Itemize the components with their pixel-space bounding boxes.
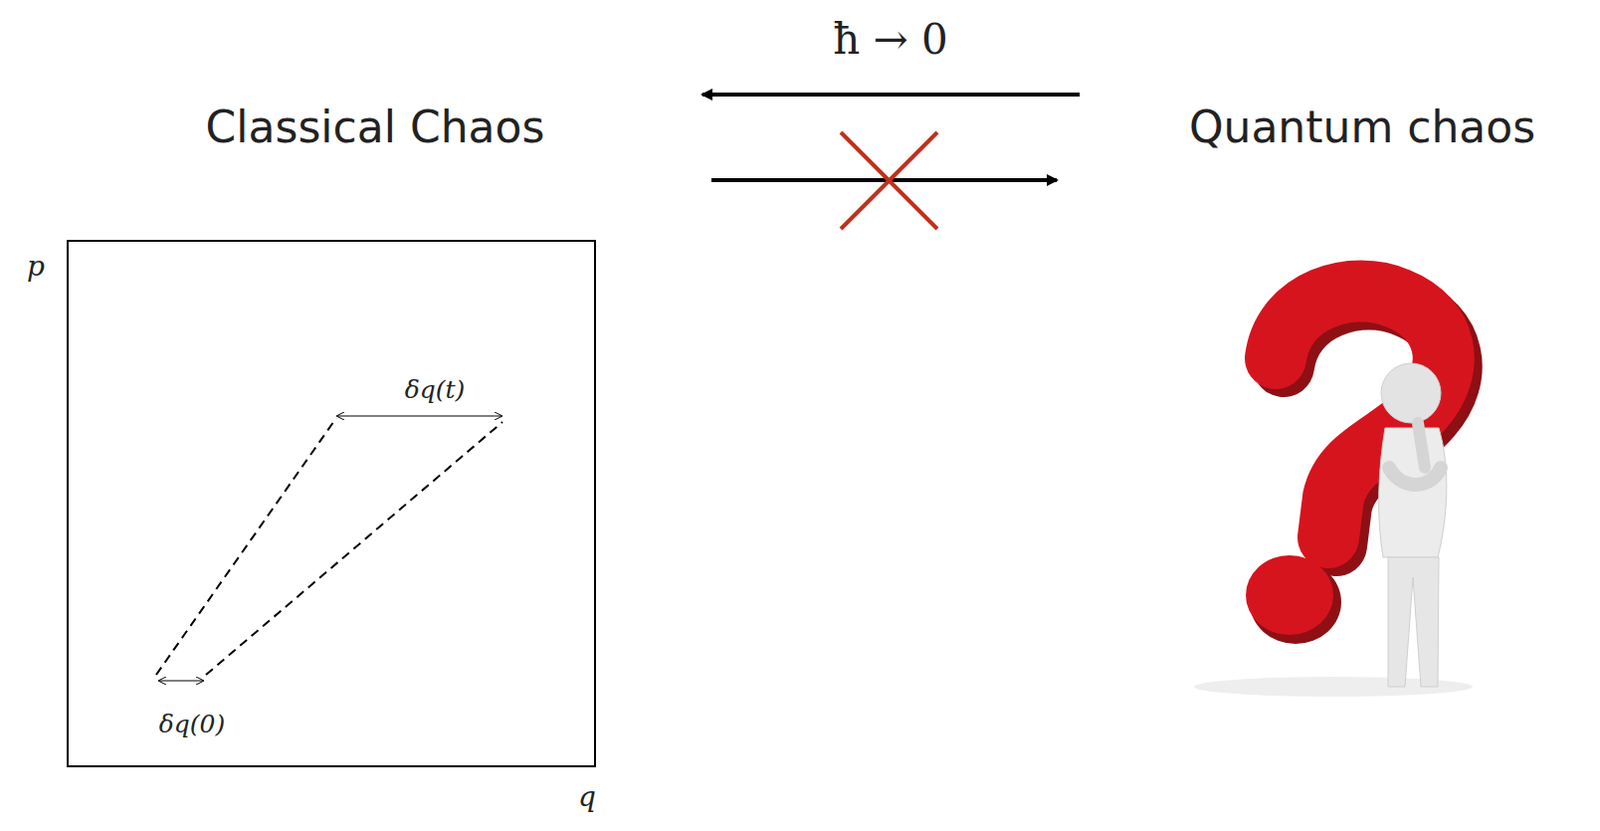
phase-space-frame <box>67 240 596 767</box>
question-figure <box>1194 291 1473 698</box>
axis-label: q <box>578 781 597 813</box>
separation-label: δq(0) <box>159 710 225 740</box>
separation-arrow <box>159 679 203 681</box>
trajectory <box>205 421 503 675</box>
separation-label: δq(t) <box>404 376 466 405</box>
cross-mark <box>840 132 938 229</box>
limit-label: ħ → 0 <box>832 15 949 64</box>
heading-label: Classical Chaos <box>205 102 546 154</box>
separation-arrow <box>337 414 502 416</box>
limit-arrow <box>702 92 1080 97</box>
reverse-arrow <box>711 178 1057 183</box>
axis-label: p <box>26 250 45 283</box>
trajectory <box>156 417 337 675</box>
heading-label: Quantum chaos <box>1189 102 1536 154</box>
